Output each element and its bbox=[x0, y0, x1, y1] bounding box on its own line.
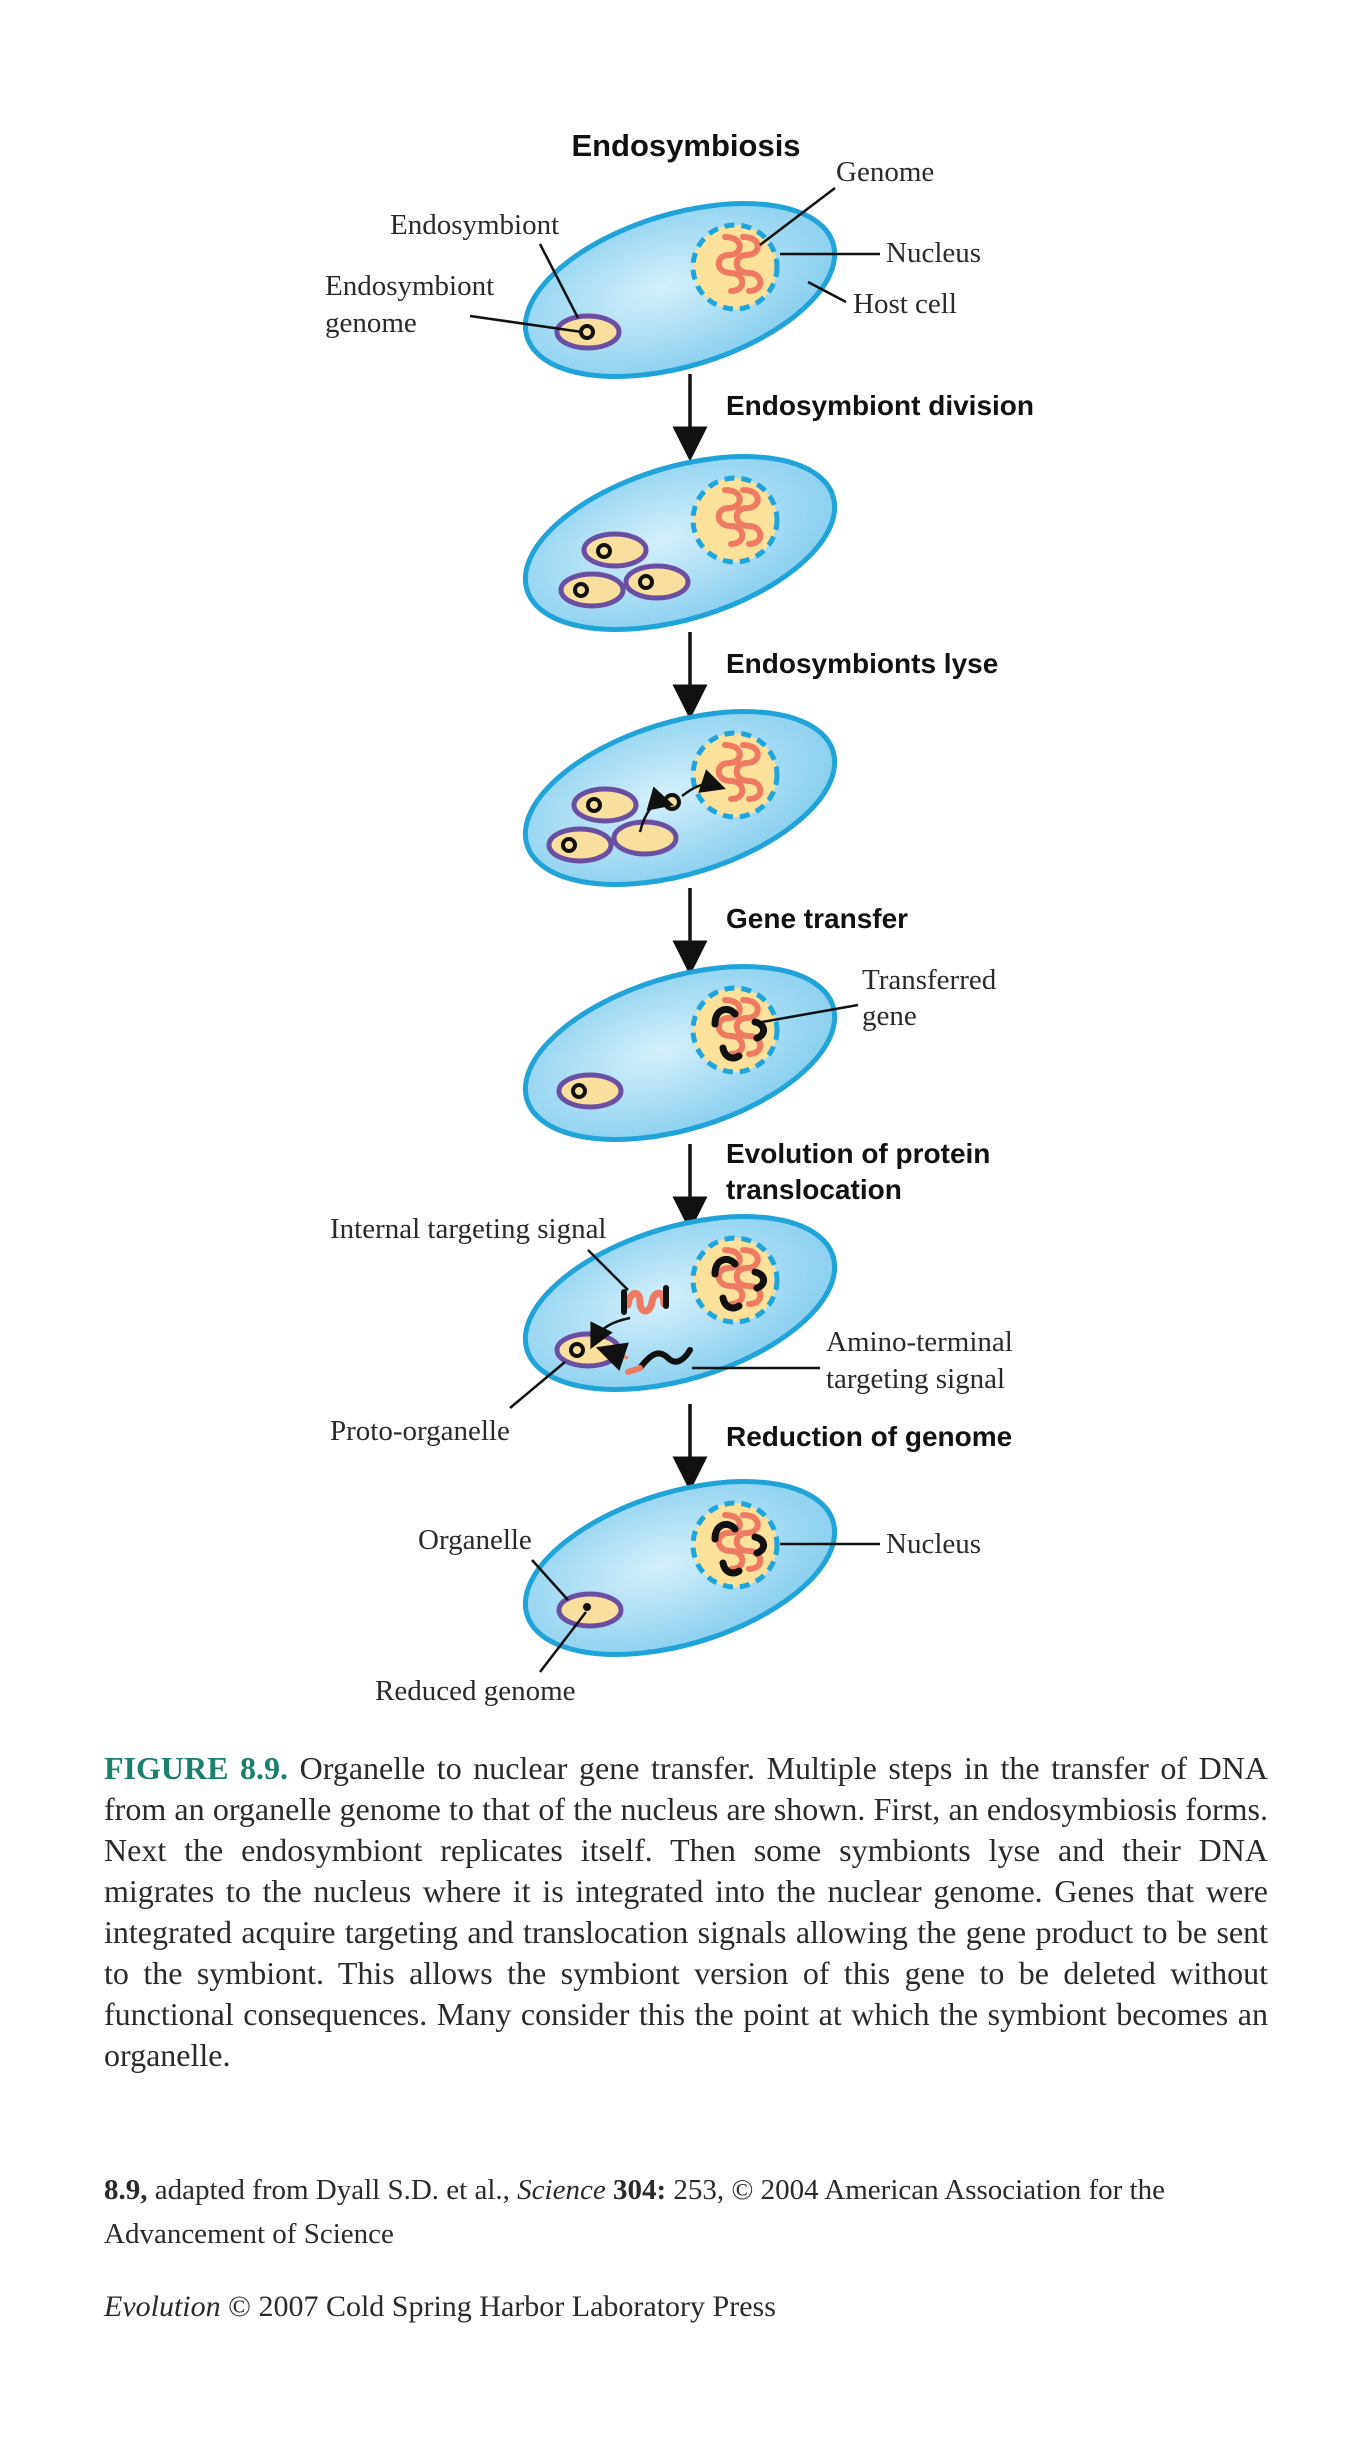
label-transferred-gene-2: gene bbox=[862, 1000, 917, 1032]
label-proto-organelle: Proto-organelle bbox=[330, 1415, 510, 1447]
credit-text-1: adapted from Dyall S.D. et al., bbox=[147, 2174, 518, 2206]
genome bbox=[711, 1247, 767, 1312]
endosymbiont bbox=[623, 563, 691, 601]
label-nucleus-bottom: Nucleus bbox=[886, 1528, 981, 1560]
host-cell bbox=[522, 201, 838, 379]
reduced-genome bbox=[583, 1603, 591, 1611]
label-nucleus: Nucleus bbox=[886, 237, 981, 269]
step-endosymbiont-division: Endosymbiont division bbox=[726, 390, 1034, 421]
figure-credit: 8.9, adapted from Dyall S.D. et al., Sci… bbox=[104, 2168, 1268, 2256]
label-host-cell: Host cell bbox=[853, 288, 957, 320]
label-genome: Genome bbox=[836, 156, 934, 188]
step-reduction-of-genome: Reduction of genome bbox=[726, 1421, 1012, 1452]
internal-targeting-signal bbox=[624, 1289, 668, 1315]
press-line: Evolution © 2007 Cold Spring Harbor Labo… bbox=[104, 2290, 1268, 2324]
endosymbiont bbox=[581, 531, 649, 569]
step-evolution-1: Evolution of protein bbox=[726, 1138, 990, 1169]
label-organelle: Organelle bbox=[418, 1524, 532, 1556]
amino-terminal-signal bbox=[637, 1347, 693, 1371]
press-book: Evolution bbox=[104, 2290, 221, 2323]
credit-volume: 304: bbox=[605, 2174, 667, 2206]
step-evolution-2: translocation bbox=[726, 1174, 902, 1205]
step-gene-transfer: Gene transfer bbox=[726, 903, 908, 934]
proto-organelle bbox=[554, 1331, 622, 1369]
figure-label: FIGURE 8.9. bbox=[104, 1750, 289, 1786]
caption-text: Organelle to nuclear gene transfer. Mult… bbox=[104, 1750, 1269, 2073]
organelle bbox=[556, 1591, 624, 1629]
host-cell-stage-3 bbox=[522, 709, 838, 887]
endosymbiont bbox=[556, 1072, 624, 1110]
released-dna bbox=[663, 793, 681, 811]
label-transferred-gene-1: Transferred bbox=[862, 964, 997, 996]
host-cell-stage-5 bbox=[522, 1214, 838, 1392]
host-cell-stage-2 bbox=[522, 454, 838, 632]
label-amino-terminal-1: Amino-terminal bbox=[826, 1326, 1013, 1358]
step-endosymbionts-lyse: Endosymbionts lyse bbox=[726, 648, 998, 679]
label-internal-targeting-signal: Internal targeting signal bbox=[330, 1213, 607, 1245]
genome bbox=[711, 1512, 767, 1577]
label-reduced-genome: Reduced genome bbox=[375, 1675, 576, 1707]
label-endosymbiont-genome-2: genome bbox=[325, 307, 417, 339]
gene-transfer-diagram: Endosymbiosis Endosymbiont Endosymbiont … bbox=[325, 128, 1034, 1707]
label-endosymbiont-genome-1: Endosymbiont bbox=[325, 270, 494, 302]
figure-caption: FIGURE 8.9. Organelle to nuclear gene tr… bbox=[104, 1748, 1268, 2076]
genome bbox=[715, 234, 764, 294]
genome bbox=[711, 997, 767, 1062]
label-amino-terminal-2: targeting signal bbox=[826, 1363, 1005, 1395]
host-cell-stage-6 bbox=[522, 1479, 838, 1657]
endosymbiont bbox=[558, 571, 626, 609]
press-text: © 2007 Cold Spring Harbor Laboratory Pre… bbox=[220, 2290, 776, 2323]
transferred-gene bbox=[711, 1005, 739, 1028]
credit-ref: 8.9, bbox=[104, 2174, 148, 2206]
endosymbiont-genome bbox=[579, 324, 595, 340]
genome bbox=[715, 487, 764, 547]
credit-text-2: 253, © 2004 American Association for the… bbox=[104, 2174, 1165, 2250]
host-cell-stage-4 bbox=[522, 964, 838, 1142]
label-endosymbiont: Endosymbiont bbox=[390, 209, 559, 241]
diagram-title: Endosymbiosis bbox=[571, 128, 800, 163]
host-cell-stage-1 bbox=[522, 201, 838, 379]
credit-journal: Science bbox=[517, 2174, 606, 2206]
